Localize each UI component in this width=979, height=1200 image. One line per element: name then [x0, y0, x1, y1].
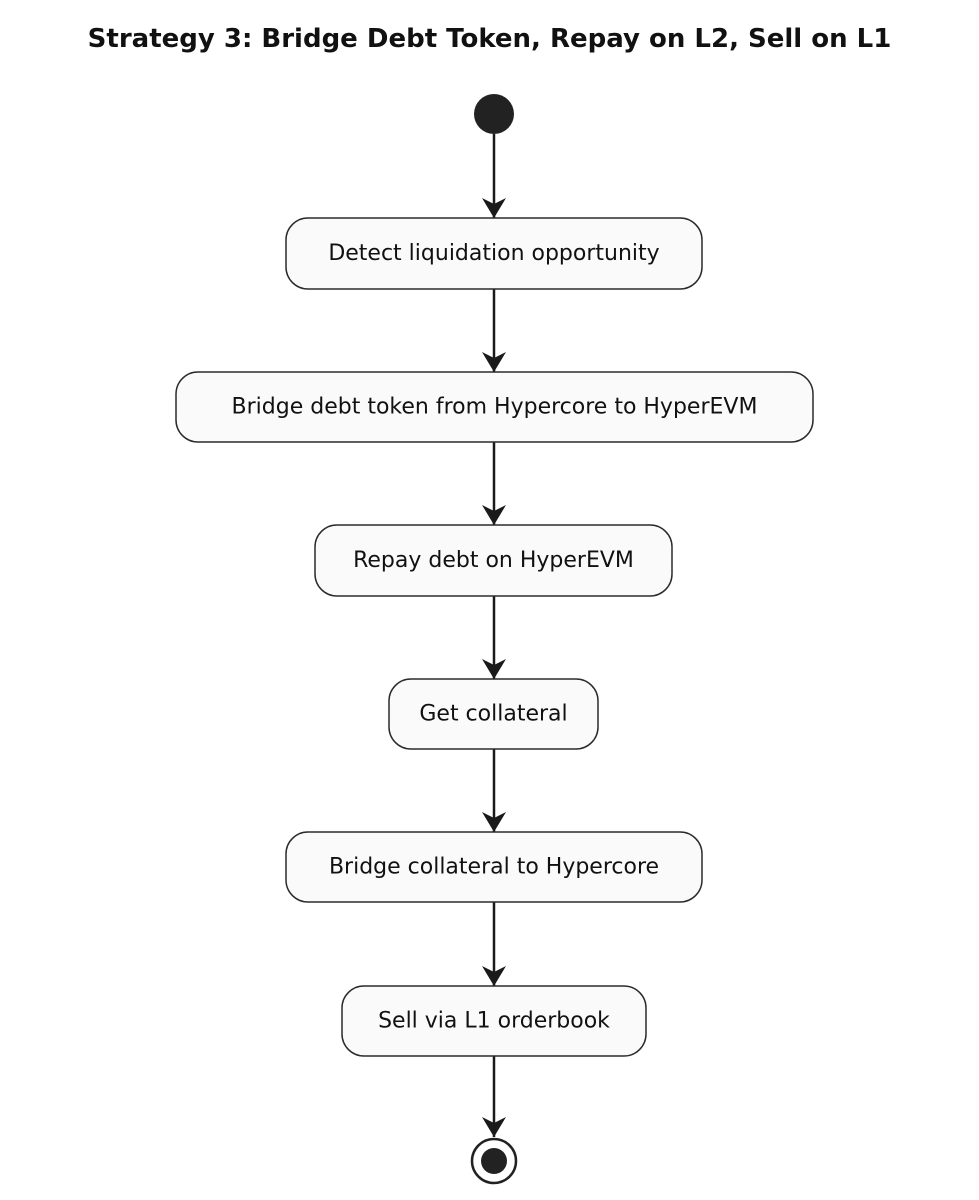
- action-label: Get collateral: [419, 702, 567, 727]
- action-node-repay-debt: Repay debt on HyperEVM: [314, 524, 673, 597]
- action-node-get-collateral: Get collateral: [388, 678, 599, 750]
- action-node-bridge-debt-token: Bridge debt token from Hypercore to Hype…: [175, 371, 814, 443]
- action-label: Detect liquidation opportunity: [328, 241, 659, 266]
- action-label: Bridge debt token from Hypercore to Hype…: [232, 395, 758, 420]
- action-node-detect-liquidation: Detect liquidation opportunity: [285, 217, 703, 290]
- action-label: Repay debt on HyperEVM: [353, 548, 634, 573]
- action-label: Bridge collateral to Hypercore: [329, 855, 659, 880]
- action-node-sell-via-orderbook: Sell via L1 orderbook: [341, 985, 647, 1057]
- action-node-bridge-collateral: Bridge collateral to Hypercore: [285, 831, 703, 903]
- start-node: [474, 94, 514, 134]
- diagram-title: Strategy 3: Bridge Debt Token, Repay on …: [87, 24, 892, 54]
- end-node: [470, 1137, 518, 1185]
- action-label: Sell via L1 orderbook: [378, 1009, 610, 1034]
